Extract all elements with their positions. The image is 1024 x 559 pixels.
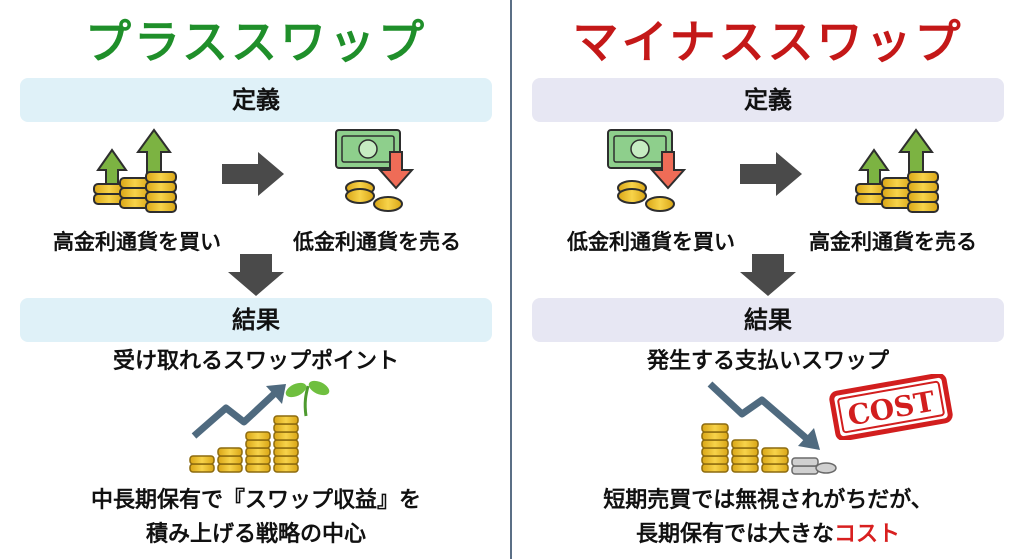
minus-swap-panel: マイナススワップ 定義 低金利通貨を買い 高金利通貨を <box>512 0 1024 559</box>
coin-stack-up-arrows-icon <box>93 128 177 213</box>
coin-stack-up-arrows-icon <box>855 128 939 213</box>
minus-sell-text: 高金利通貨を売る <box>809 230 977 254</box>
panel-divider <box>510 0 512 559</box>
minus-summary-line2: 長期保有では大きなコスト <box>512 518 1024 552</box>
minus-definition-band: 定義 <box>532 78 1004 122</box>
minus-result-text: 発生する支払いスワップ <box>646 349 889 374</box>
plus-swap-title: プラススワップ <box>84 15 428 69</box>
right-arrow-icon <box>740 152 802 196</box>
growth-arrow-sprout-icon <box>189 380 330 473</box>
plus-result-text: 受け取れるスワップポイント <box>112 349 399 374</box>
minus-result-band: 結果 <box>532 298 1004 342</box>
minus-swap-title: マイナススワップ <box>572 15 964 69</box>
plus-sell-text: 低金利通貨を売る <box>293 230 461 254</box>
minus-summary-cost-highlight: コスト <box>834 522 901 547</box>
cost-stamp-icon: COST <box>829 374 953 440</box>
minus-summary-line1: 短期売買では無視されがちだが、 <box>603 488 933 513</box>
plus-summary: 中長期保有で『スワップ収益』を 積み上げる戦略の中心 <box>0 484 512 552</box>
declining-arrow-coins-icon <box>701 381 837 475</box>
minus-buy-text: 低金利通貨を買い <box>567 230 735 254</box>
money-down-arrow-icon <box>335 129 415 212</box>
plus-definition-band: 定義 <box>20 78 492 122</box>
minus-summary-line2-prefix: 長期保有では大きな <box>635 522 834 547</box>
plus-summary-line2: 積み上げる戦略の中心 <box>145 522 366 547</box>
money-down-arrow-icon <box>607 129 687 212</box>
minus-summary: 短期売買では無視されがちだが、 長期保有では大きなコスト <box>512 484 1024 552</box>
plus-buy-text: 高金利通貨を買い <box>53 230 221 254</box>
right-arrow-icon <box>222 152 284 196</box>
plus-result-band: 結果 <box>20 298 492 342</box>
plus-swap-panel: プラススワップ 定義 高金利通貨を買い 低金利通貨を売 <box>0 15 512 552</box>
down-arrow-icon <box>740 254 796 296</box>
down-arrow-icon <box>228 254 284 296</box>
plus-summary-line1: 中長期保有で『スワップ収益』を <box>90 488 421 513</box>
